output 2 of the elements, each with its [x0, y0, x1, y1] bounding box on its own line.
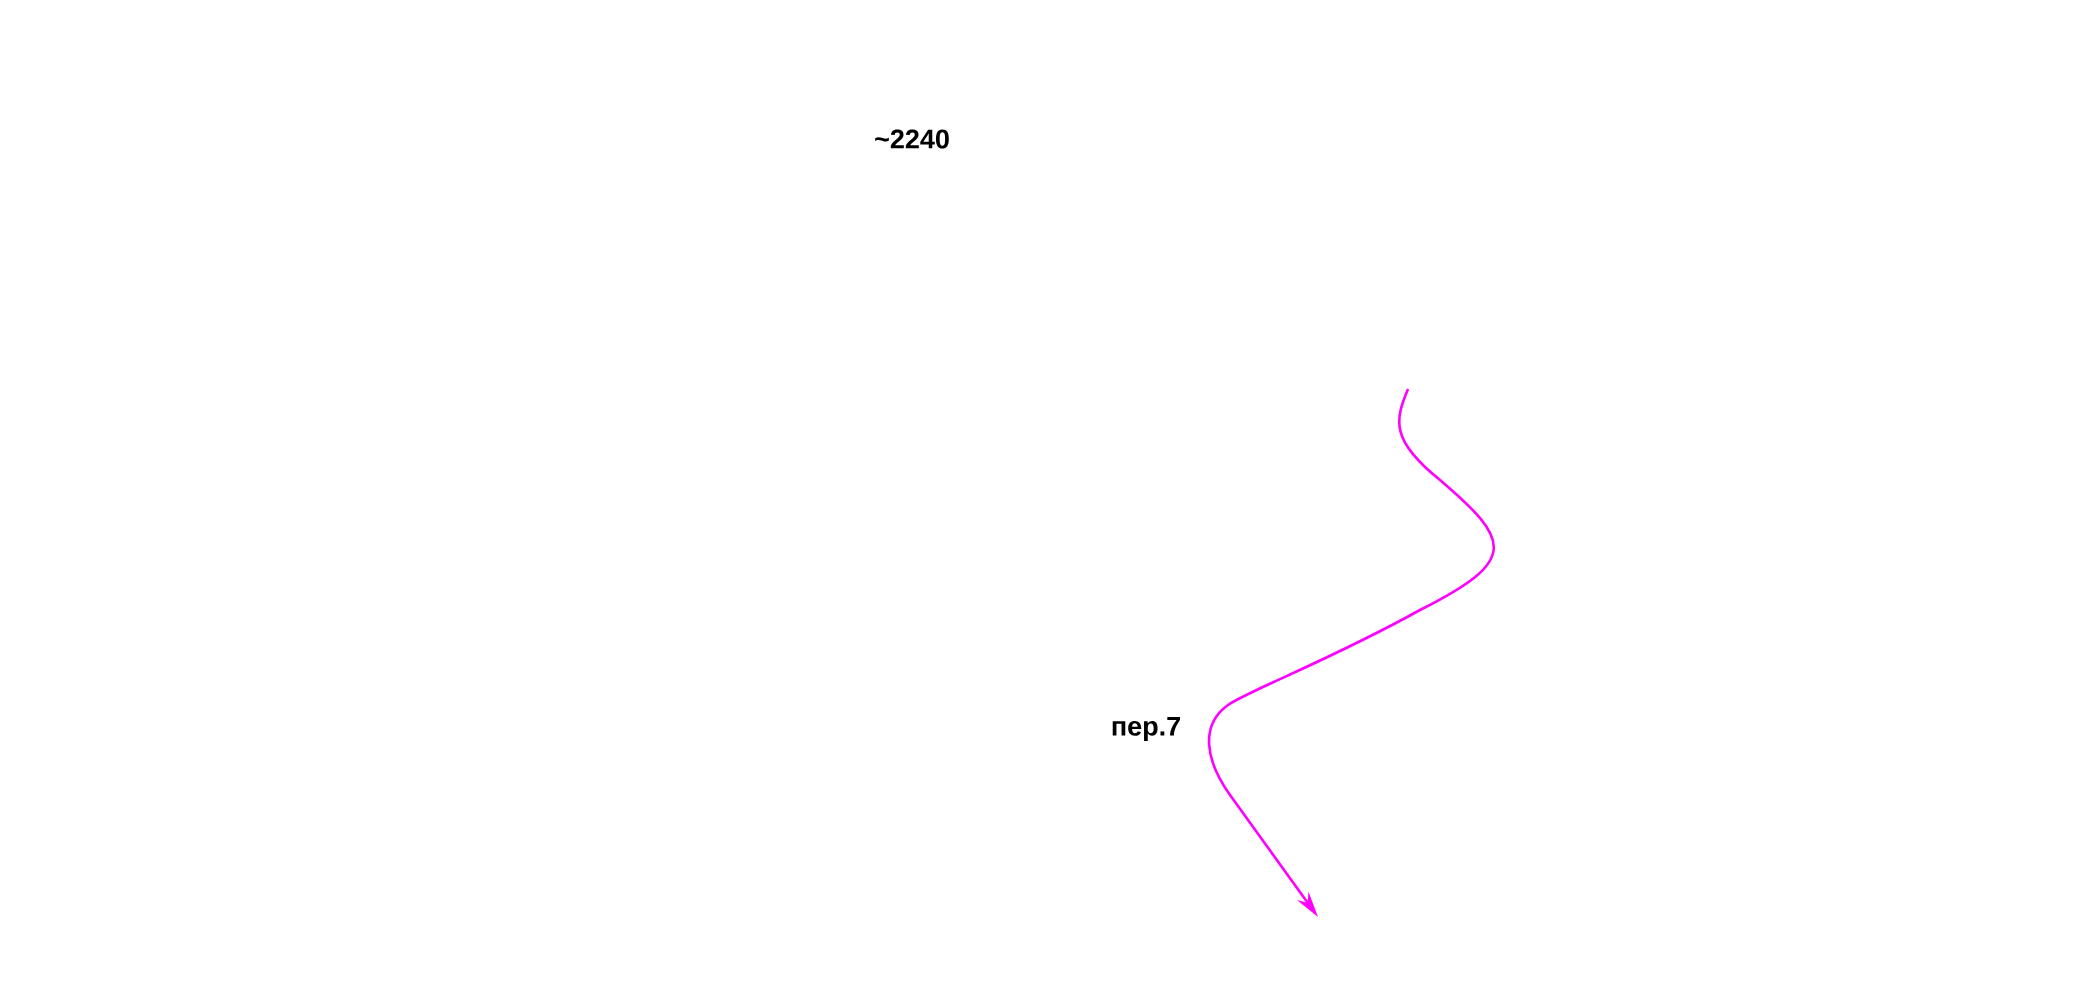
label-text: пер.7 — [1112, 716, 1180, 742]
label-text: ~2240 — [875, 129, 949, 149]
